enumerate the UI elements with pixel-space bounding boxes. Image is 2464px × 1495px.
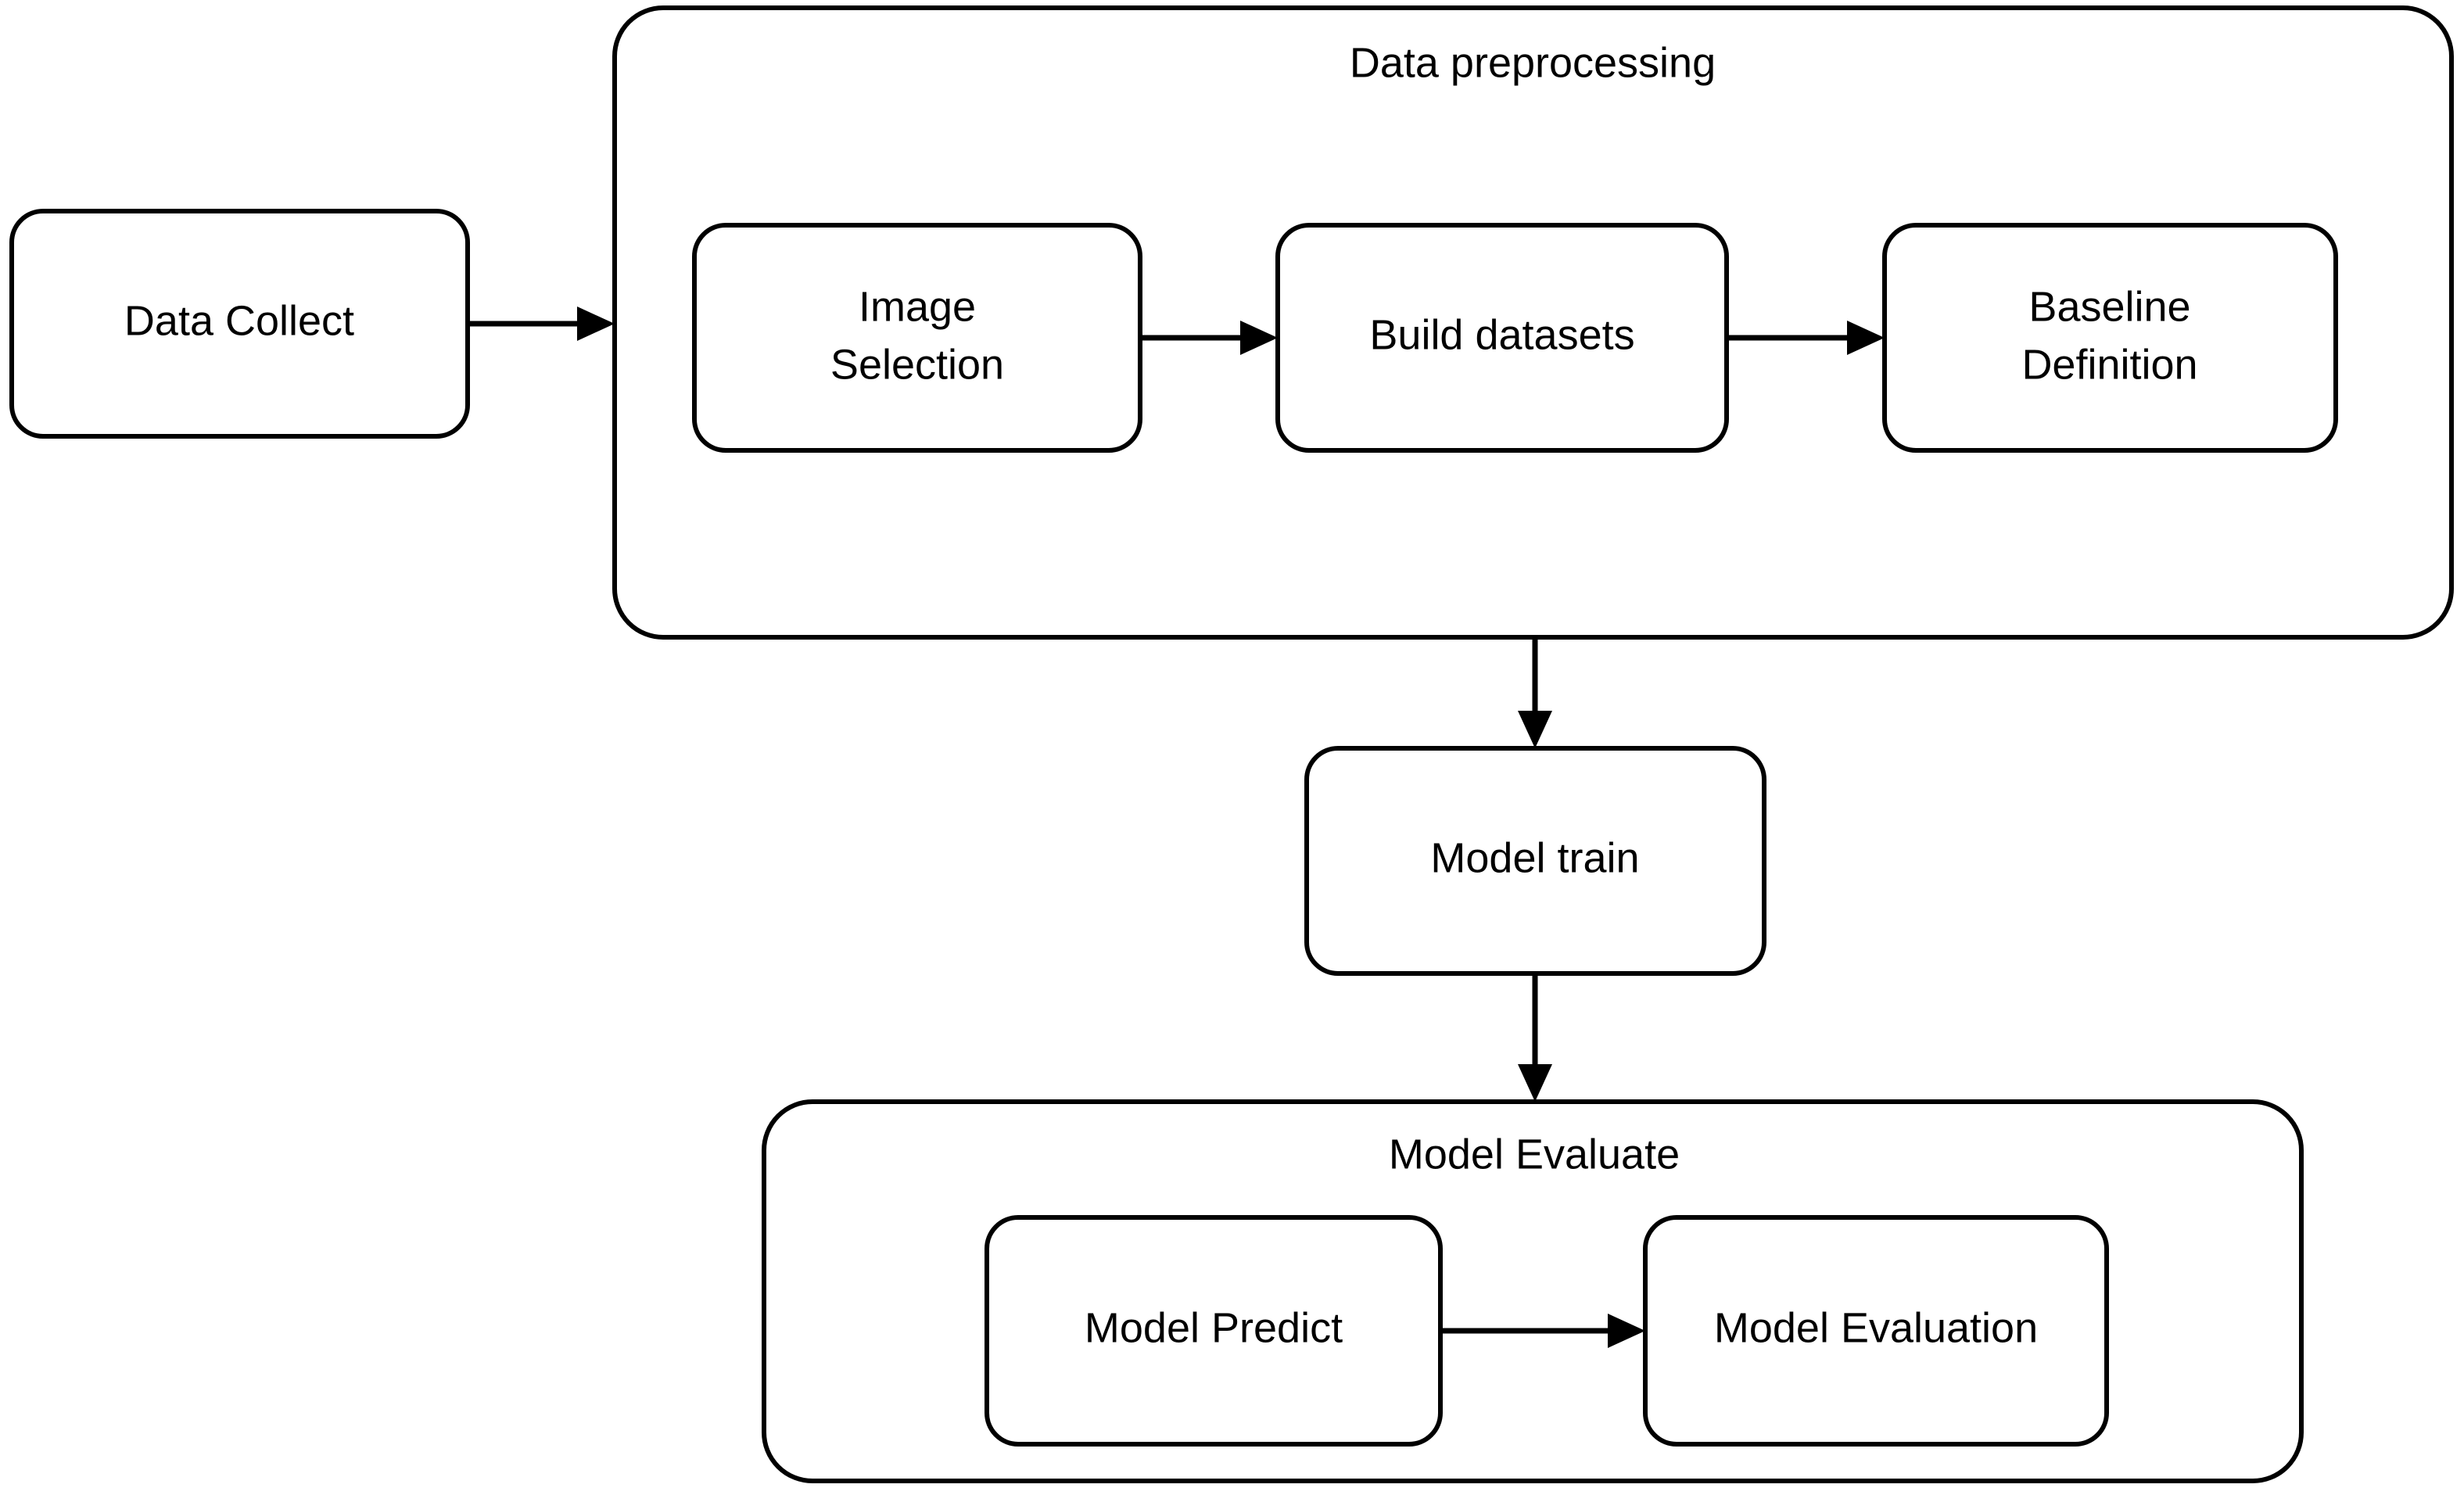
group-model-evaluate-outline	[762, 1099, 2304, 1483]
arrow-head-preprocessing-down	[1518, 711, 1552, 748]
node-model-predict[interactable]: Model Predict	[985, 1215, 1443, 1447]
edge-image-selection-to-build-datasets	[1140, 321, 1278, 355]
arrow-head-build-datasets	[1847, 321, 1885, 355]
arrow-head-data-collect	[577, 307, 615, 341]
node-build-datasets-label: Build datasets	[1369, 311, 1634, 358]
node-image-selection-label-line2: Selection	[830, 341, 1004, 388]
arrow-head-model-predict	[1608, 1314, 1645, 1348]
node-model-evaluation-label: Model Evaluation	[1714, 1304, 2038, 1351]
edge-model-train-to-model-evaluate	[1518, 973, 1552, 1102]
edge-model-predict-to-model-evaluation	[1440, 1314, 1645, 1348]
group-model-evaluate: Model Evaluate	[762, 1099, 2304, 1483]
group-data-preprocessing-label: Data preprocessing	[1350, 39, 1716, 86]
group-model-evaluate-label: Model Evaluate	[1389, 1131, 1680, 1178]
node-image-selection[interactable]: Image Selection	[692, 223, 1142, 453]
edge-data-preprocessing-to-model-train	[1518, 637, 1552, 748]
node-baseline-definition-box[interactable]	[1882, 223, 2338, 453]
node-baseline-definition-label-line2: Definition	[2021, 341, 2197, 388]
node-model-train-label: Model train	[1430, 834, 1639, 881]
arrow-head-model-train-down	[1518, 1064, 1552, 1102]
node-image-selection-label-line1: Image	[859, 283, 976, 330]
node-model-evaluation[interactable]: Model Evaluation	[1643, 1215, 2109, 1447]
node-image-selection-box[interactable]	[692, 223, 1142, 453]
node-model-predict-label: Model Predict	[1085, 1304, 1343, 1351]
node-model-train[interactable]: Model train	[1304, 746, 1766, 976]
edge-build-datasets-to-baseline-definition	[1727, 321, 1885, 355]
node-baseline-definition-label-line1: Baseline	[2028, 283, 2190, 330]
node-data-collect-label: Data Collect	[124, 297, 354, 344]
arrow-head-image-selection	[1240, 321, 1278, 355]
node-baseline-definition[interactable]: Baseline Definition	[1882, 223, 2338, 453]
edge-data-collect-to-data-preprocessing	[468, 307, 615, 341]
node-data-collect[interactable]: Data Collect	[9, 209, 470, 439]
node-build-datasets[interactable]: Build datasets	[1275, 223, 1729, 453]
